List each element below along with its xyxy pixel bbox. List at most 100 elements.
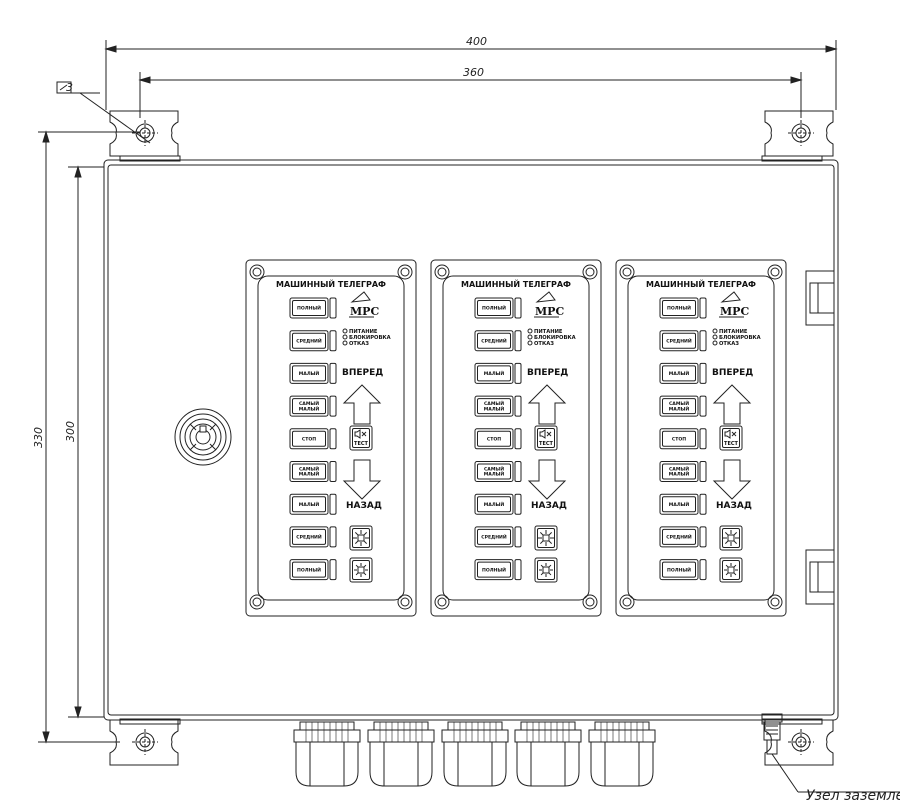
telegraph-button[interactable]: ПОЛНЫЙ (474, 297, 522, 319)
forward-label: ВПЕРЕД (712, 368, 753, 378)
button-label: ПОЛНЫЙ (482, 565, 506, 573)
button-lamp (699, 428, 707, 450)
button-lamp (514, 362, 522, 384)
test-button[interactable]: ТЕСТ (534, 425, 558, 451)
bracket-bottom-right (764, 719, 834, 766)
grounding-label: Узел заземления (806, 788, 900, 804)
brightness-button[interactable] (349, 557, 373, 583)
button-label: САМЫЙ (669, 464, 689, 472)
button-label: МАЛЫЙ (484, 404, 505, 412)
brightness-button[interactable] (349, 525, 373, 551)
status-indicator: ПИТАНИЕ (712, 328, 748, 335)
brightness-up-icon (723, 530, 739, 546)
button-lamp (699, 395, 707, 417)
brightness-up-icon (538, 530, 554, 546)
cable-gland (441, 721, 509, 787)
telegraph-button[interactable]: МАЛЫЙ (289, 362, 337, 384)
screw-icon (397, 594, 413, 610)
telegraph-button[interactable]: ПОЛНЫЙ (659, 559, 707, 581)
button-lamp (699, 297, 707, 319)
forward-label: ВПЕРЕД (342, 368, 383, 378)
telegraph-button[interactable]: ПОЛНЫЙ (474, 559, 522, 581)
button-label: СТОП (672, 437, 686, 443)
telegraph-button[interactable]: СТОП (289, 428, 337, 450)
telegraph-button[interactable]: СТОП (659, 428, 707, 450)
status-indicator: ПИТАНИЕ (527, 328, 563, 335)
indicator-label: БЛОКИРОВКА (349, 335, 391, 341)
mute-icon (539, 429, 552, 439)
button-label: СТОП (487, 437, 501, 443)
panel-title: МАШИННЫЙ ТЕЛЕГРАФ (461, 278, 571, 289)
button-lamp (329, 395, 337, 417)
telegraph-panel: МАШИННЫЙ ТЕЛЕГРАФМРСПОЛНЫЙСРЕДНИЙМАЛЫЙСА… (615, 259, 787, 617)
button-lamp (514, 559, 522, 581)
telegraph-button[interactable]: СРЕДНИЙ (289, 526, 337, 548)
back-label: НАЗАД (531, 501, 567, 511)
screw-icon (249, 594, 265, 610)
screw-icon (767, 594, 783, 610)
button-label: СРЕДНИЙ (481, 336, 507, 344)
button-label: САМЫЙ (484, 464, 504, 472)
telegraph-button[interactable]: ПОЛНЫЙ (659, 297, 707, 319)
button-label: САМЫЙ (299, 464, 319, 472)
brightness-button[interactable] (534, 525, 558, 551)
button-label: МАЛЫЙ (669, 500, 690, 508)
brightness-button[interactable] (534, 557, 558, 583)
flatness-label: 3 (66, 81, 73, 94)
status-indicator: ПИТАНИЕ (342, 328, 378, 335)
telegraph-button[interactable]: СРЕДНИЙ (474, 330, 522, 352)
panel-title: МАШИННЫЙ ТЕЛЕГРАФ (646, 278, 756, 289)
telegraph-button[interactable]: СТОП (474, 428, 522, 450)
button-label: СРЕДНИЙ (666, 533, 692, 541)
button-label: МАЛЫЙ (299, 500, 320, 508)
telegraph-button[interactable]: СРЕДНИЙ (659, 330, 707, 352)
brightness-button[interactable] (719, 525, 743, 551)
telegraph-button[interactable]: МАЛЫЙ (474, 362, 522, 384)
telegraph-button[interactable]: ПОЛНЫЙ (289, 297, 337, 319)
button-label: МАЛЫЙ (669, 369, 690, 377)
button-label: МАЛЫЙ (299, 470, 320, 478)
telegraph-button[interactable]: МАЛЫЙ (659, 362, 707, 384)
telegraph-button[interactable]: СРЕДНИЙ (289, 330, 337, 352)
telegraph-button[interactable]: МАЛЫЙ (659, 493, 707, 515)
telegraph-button[interactable]: МАЛЫЙ (474, 493, 522, 515)
logo-icon: МРС (534, 291, 564, 318)
button-label: ПОЛНЫЙ (667, 304, 691, 312)
telegraph-button[interactable]: ПОЛНЫЙ (289, 559, 337, 581)
logo-text: МРС (350, 305, 379, 318)
telegraph-panel: МАШИННЫЙ ТЕЛЕГРАФМРСПОЛНЫЙСРЕДНИЙМАЛЫЙСА… (430, 259, 602, 617)
cable-glands (293, 721, 656, 787)
button-lamp (699, 461, 707, 482)
telegraph-button[interactable]: МАЛЫЙ (289, 493, 337, 515)
button-label: СРЕДНИЙ (666, 336, 692, 344)
button-label: МАЛЫЙ (299, 404, 320, 412)
indicator-label: ПИТАНИЕ (534, 329, 563, 335)
button-label: СРЕДНИЙ (481, 533, 507, 541)
button-lamp (514, 395, 522, 417)
cable-gland (588, 721, 656, 787)
test-button[interactable]: ТЕСТ (349, 425, 373, 451)
status-indicator: БЛОКИРОВКА (527, 334, 576, 341)
test-button[interactable]: ТЕСТ (719, 425, 743, 451)
brightness-button[interactable] (719, 557, 743, 583)
back-label: НАЗАД (716, 501, 752, 511)
telegraph-button[interactable]: СРЕДНИЙ (474, 526, 522, 548)
test-label: ТЕСТ (354, 441, 368, 447)
telegraph-button[interactable]: СРЕДНИЙ (659, 526, 707, 548)
brightness-down-icon (724, 563, 738, 577)
screw-icon (249, 264, 265, 280)
lock-icon[interactable] (174, 408, 232, 466)
panel-title: МАШИННЫЙ ТЕЛЕГРАФ (276, 278, 386, 289)
button-lamp (514, 526, 522, 548)
button-lamp (514, 330, 522, 352)
arrow-down-icon (712, 459, 752, 500)
arrow-up-icon (527, 384, 567, 425)
screw-icon (397, 264, 413, 280)
button-lamp (514, 461, 522, 482)
